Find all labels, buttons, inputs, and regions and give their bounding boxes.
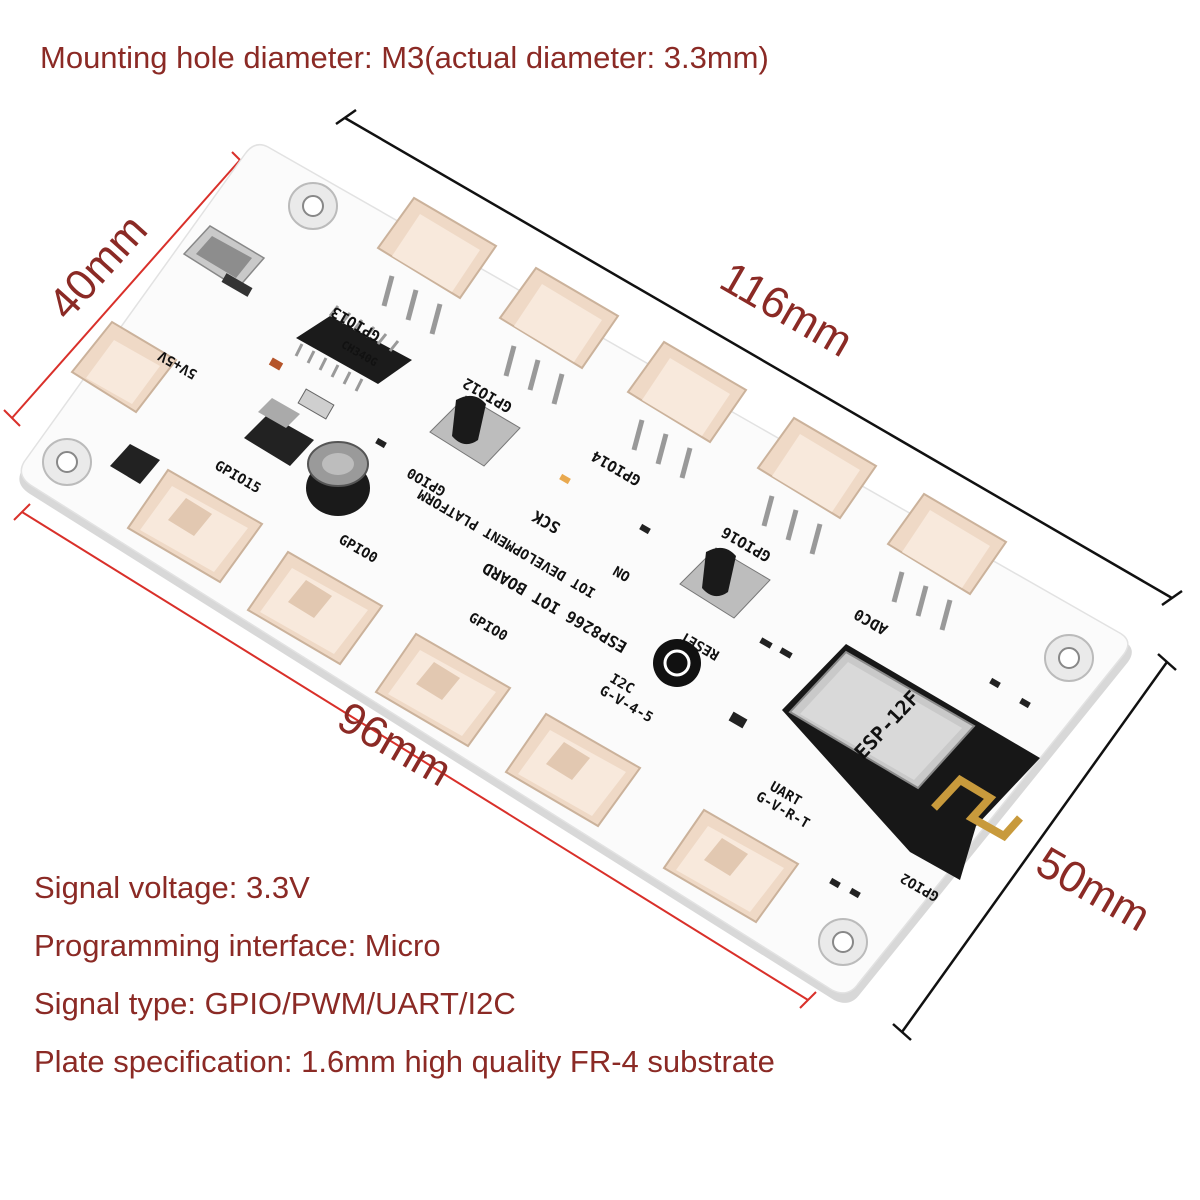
mounting-hole-note: Mounting hole diameter: M3(actual diamet… [40,40,769,75]
antenna-trace [931,774,1023,842]
connector-i2c[interactable] [504,712,642,828]
reset-button[interactable] [679,547,771,619]
connector-gpio2-lower[interactable] [246,550,384,666]
gpio0-button[interactable] [429,395,521,467]
crystal [297,388,335,420]
mounting-hole [42,438,92,486]
voltage-regulator [244,398,314,466]
connector-gpio16[interactable] [756,416,878,555]
connector-power[interactable] [70,320,178,414]
connector-uart[interactable] [662,808,800,924]
connector-gpio13[interactable] [376,196,498,335]
mounting-hole [288,182,338,230]
connector-gpio15[interactable] [126,468,264,584]
spec-plate: Plate specification: 1.6mm high quality … [34,1044,775,1079]
dimension-right-label: 50mm [1028,838,1158,942]
mounting-hole [1044,634,1094,682]
connector-adc0[interactable] [886,492,1008,631]
esp12f-module: ESP-12F [782,644,1040,880]
spec-programming-interface: Programming interface: Micro [34,928,441,963]
pcb-board: CH340G [19,143,1132,1003]
mounting-hole [818,918,868,966]
dimension-top-label: 116mm [712,253,861,367]
spec-signal-voltage: Signal voltage: 3.3V [34,870,310,905]
brand-logo [653,639,701,687]
label-on: ON [611,562,634,584]
connector-gpio0-lower[interactable] [374,632,512,748]
electrolytic-capacitor [306,441,370,516]
spec-signal-type: Signal type: GPIO/PWM/UART/I2C [34,986,516,1021]
ch340g-chip: CH340G [294,305,412,392]
diode [110,444,160,484]
micro-usb-port [182,225,266,297]
connector-gpio12[interactable] [498,266,620,405]
connector-gpio14[interactable] [626,340,748,479]
smd-components [268,357,1031,899]
